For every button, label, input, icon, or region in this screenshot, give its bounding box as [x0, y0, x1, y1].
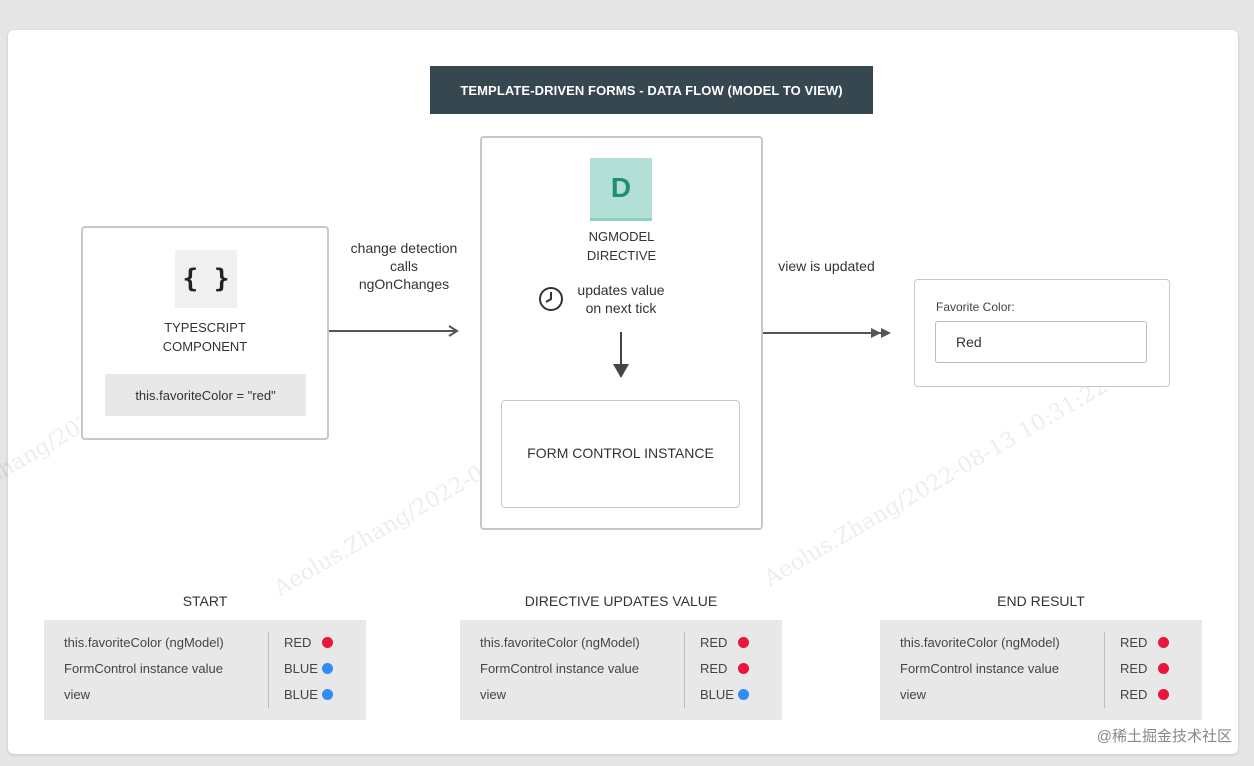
- table-divider: [268, 632, 269, 708]
- table-title-directive: DIRECTIVE UPDATES VALUE: [524, 593, 718, 609]
- table-row: this.favoriteColor (ngModel) RED: [460, 629, 782, 655]
- form-control-instance-box: [501, 400, 740, 508]
- favorite-color-input[interactable]: Red: [935, 321, 1147, 363]
- clock-icon: [539, 287, 563, 311]
- status-dot-red: [738, 662, 749, 674]
- form-control-label: FORM CONTROL INSTANCE: [527, 445, 714, 461]
- table-row: FormControl instance value RED: [460, 655, 782, 681]
- table-title-start: START: [182, 593, 228, 609]
- status-dot-red: [1158, 662, 1169, 674]
- table-divider: [1104, 632, 1105, 708]
- table-row: view BLUE: [44, 681, 366, 707]
- table-row: FormControl instance value BLUE: [44, 655, 366, 681]
- view-box: [914, 279, 1170, 387]
- change-detection-note: change detection calls ngOnChanges: [350, 240, 458, 292]
- status-dot-red: [322, 636, 333, 648]
- component-code: this.favoriteColor = "red": [105, 374, 306, 416]
- site-watermark: @稀土掘金技术社区: [1096, 728, 1232, 745]
- component-label: TYPESCRIPT COMPONENT: [162, 320, 248, 354]
- directive-label: NGMODEL DIRECTIVE: [586, 229, 657, 263]
- table-divider: [684, 632, 685, 708]
- arrow-down: [613, 332, 629, 378]
- diagram-title: TEMPLATE-DRIVEN FORMS - DATA FLOW (MODEL…: [430, 66, 873, 114]
- directive-d-icon: D: [590, 158, 652, 221]
- state-table-start: this.favoriteColor (ngModel) RED FormCon…: [44, 620, 366, 720]
- status-dot-blue: [738, 688, 749, 700]
- arrow-to-view: [763, 328, 891, 338]
- table-row: view BLUE: [460, 681, 782, 707]
- favorite-color-label: Favorite Color:: [936, 300, 1015, 314]
- table-row: view RED: [880, 681, 1202, 707]
- tick-note: updates value on next tick: [577, 282, 665, 316]
- status-dot-red: [1158, 688, 1169, 700]
- table-row: FormControl instance value RED: [880, 655, 1202, 681]
- arrow-to-directive: [329, 325, 459, 337]
- status-dot-blue: [322, 662, 333, 674]
- status-dot-blue: [322, 688, 333, 700]
- status-dot-red: [1158, 636, 1169, 648]
- view-updated-note: view is updated: [778, 258, 875, 274]
- table-row: this.favoriteColor (ngModel) RED: [44, 629, 366, 655]
- status-dot-red: [738, 636, 749, 648]
- table-row: this.favoriteColor (ngModel) RED: [880, 629, 1202, 655]
- state-table-directive: this.favoriteColor (ngModel) RED FormCon…: [460, 620, 782, 720]
- state-table-end: this.favoriteColor (ngModel) RED FormCon…: [880, 620, 1202, 720]
- table-title-end: END RESULT: [997, 593, 1085, 609]
- code-braces-icon: { }: [175, 250, 237, 308]
